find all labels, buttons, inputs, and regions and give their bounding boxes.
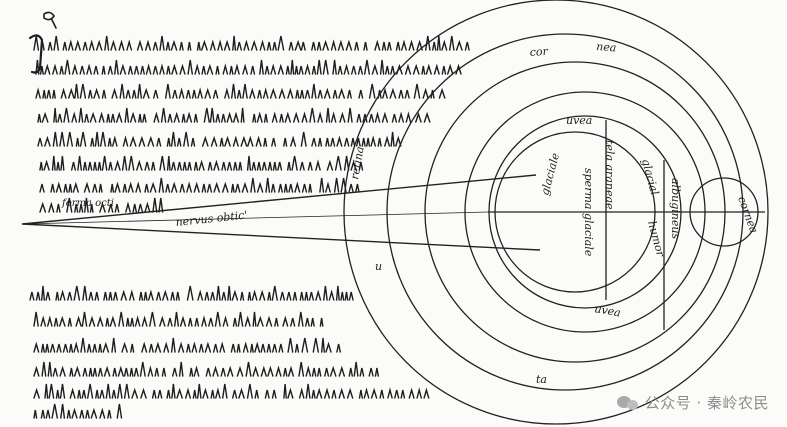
manuscript-text-top — [28, 11, 57, 74]
script-line — [29, 285, 354, 301]
watermark-text: 公众号 · 秦岭农民 — [644, 394, 769, 412]
label-retina-left: retina — [348, 145, 367, 180]
script-line — [33, 337, 341, 353]
watermark: 公众号 · 秦岭农民 — [616, 392, 769, 413]
label-glaciale-left: glaciale — [538, 151, 562, 197]
label-bottom-arc: ta — [536, 373, 547, 386]
script-line — [35, 59, 462, 75]
label-cornea-top-right: nea — [596, 40, 617, 54]
optic-nerve — [21, 174, 541, 251]
label-sperma-glaciale: sperma glaciale — [582, 168, 595, 257]
script-line — [39, 177, 360, 193]
manuscript-text-lines-bottom — [29, 285, 430, 419]
optic-nerve-axis — [21, 211, 489, 225]
script-line — [39, 197, 164, 213]
script-line — [33, 35, 470, 51]
label-albugineus: albugineus — [669, 178, 682, 239]
eye-diagram — [21, 0, 769, 425]
label-uvea-bottom: uvea — [593, 302, 621, 319]
script-line — [37, 107, 431, 123]
label-uvea-top: uvea — [566, 114, 592, 127]
label-cornea-top-left: cor — [529, 45, 549, 59]
label-nervus-obtic: nervus obtic' — [175, 209, 248, 229]
wechat-icon — [616, 394, 639, 412]
label-glacial-right: glacial — [639, 157, 661, 196]
label-tela-aranea: tela araneae — [603, 140, 616, 210]
script-line — [37, 131, 402, 147]
script-line — [33, 361, 379, 377]
outer-circle — [343, 0, 769, 425]
script-line — [39, 155, 364, 171]
script-line — [33, 403, 123, 419]
script-line — [33, 383, 430, 399]
script-line — [33, 311, 324, 327]
label-forma-oculi: forma octi — [61, 198, 114, 209]
label-bottom-left-arc: u — [375, 260, 382, 273]
manuscript-text-lines-top — [33, 35, 470, 213]
script-line — [35, 83, 446, 99]
